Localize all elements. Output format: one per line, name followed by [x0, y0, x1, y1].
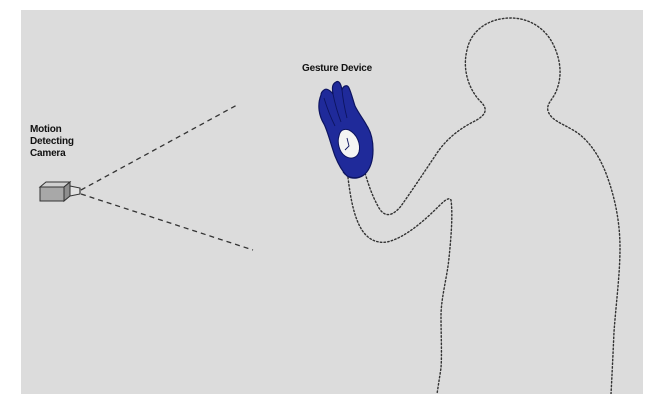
- camera-icon: [40, 182, 80, 201]
- camera-label-line-1: Motion: [30, 124, 100, 136]
- gesture-device-glove: [319, 81, 373, 178]
- gesture-device-label: Gesture Device: [302, 63, 372, 75]
- camera-label: Motion Detecting Camera: [30, 124, 100, 160]
- camera-view-line-lower: [81, 194, 253, 250]
- person-silhouette: [347, 18, 620, 394]
- camera-label-line-3: Camera: [30, 148, 100, 160]
- diagram-canvas: Gesture Device Motion Detecting Camera: [21, 10, 643, 394]
- camera-label-line-2: Detecting: [30, 136, 100, 148]
- camera-view-line-upper: [81, 105, 237, 190]
